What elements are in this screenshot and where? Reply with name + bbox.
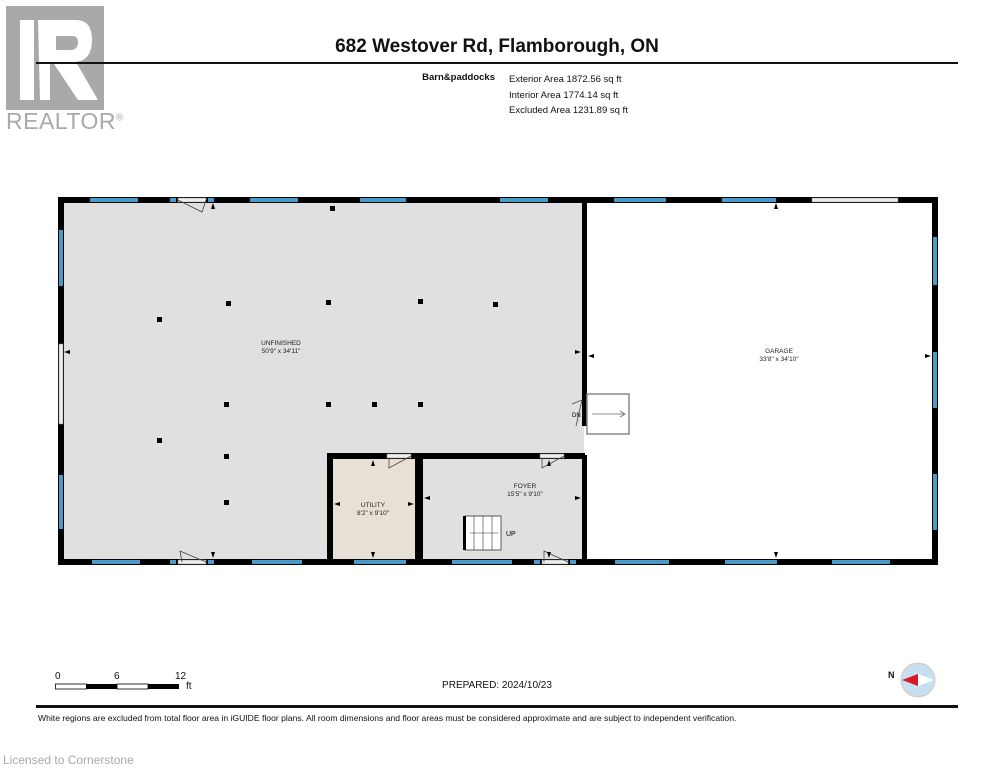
room-dims: 8'2" x 9'10"	[356, 510, 390, 517]
stair-up-label: UP	[506, 531, 516, 538]
page-title: 682 Westover Rd, Flamborough, ON	[335, 36, 659, 57]
room-name: UNFINISHED	[261, 340, 301, 347]
foyer-room	[423, 459, 581, 561]
columns	[157, 206, 498, 505]
level-name: Barn&paddocks	[422, 72, 495, 83]
room-label-garage: GARAGE 33'8" x 34'10"	[724, 348, 834, 364]
scale-tick-12: 12	[175, 671, 187, 682]
room-name: FOYER	[513, 483, 537, 490]
header-divider	[36, 62, 958, 64]
disclaimer: White regions are excluded from total fl…	[38, 713, 737, 723]
door-swings	[177, 199, 583, 563]
scale-bar	[55, 683, 179, 690]
scale-tick-0: 0	[55, 671, 61, 682]
compass-icon	[900, 662, 936, 698]
stair-up	[463, 515, 502, 551]
windows	[59, 198, 937, 564]
realtor-logo	[6, 6, 104, 110]
realtor-r-icon	[6, 6, 104, 110]
room-dims: 33'8" x 34'10"	[759, 356, 799, 363]
realtor-logo-text: REALTOR®	[6, 108, 124, 134]
compass-north-label: N	[888, 670, 895, 680]
room-label-utility: UTILITY 8'2" x 9'10"	[333, 502, 413, 518]
licensed-to: Licensed to Cornerstone	[3, 753, 134, 767]
footer-divider	[36, 705, 958, 708]
scale-unit: ft	[186, 681, 192, 692]
interior-area: Interior Area 1774.14 sq ft	[509, 89, 619, 101]
scale-tick-6: 6	[114, 671, 120, 682]
dimension-markers	[64, 203, 931, 558]
excluded-area: Excluded Area 1231.89 sq ft	[509, 105, 628, 116]
stair-down	[586, 393, 630, 435]
prepared-date: PREPARED: 2024/10/23	[442, 680, 552, 691]
garage-room	[587, 201, 933, 561]
room-label-unfinished: UNFINISHED 50'9" x 34'11"	[226, 340, 336, 356]
room-dims: 50'9" x 34'11"	[261, 348, 301, 355]
room-name: GARAGE	[765, 348, 793, 355]
room-name: UTILITY	[360, 502, 386, 509]
room-label-foyer: FOYER 15'5" x 9'10"	[475, 483, 575, 499]
stair-down-label: DN	[572, 413, 581, 419]
exterior-area: Exterior Area 1872.56 sq ft	[509, 74, 622, 85]
area-summary: Exterior Area 1872.56 sq ft Interior Are…	[509, 72, 628, 119]
room-dims: 15'5" x 9'10"	[507, 491, 543, 498]
openings	[58, 197, 899, 565]
utility-room	[331, 459, 415, 561]
